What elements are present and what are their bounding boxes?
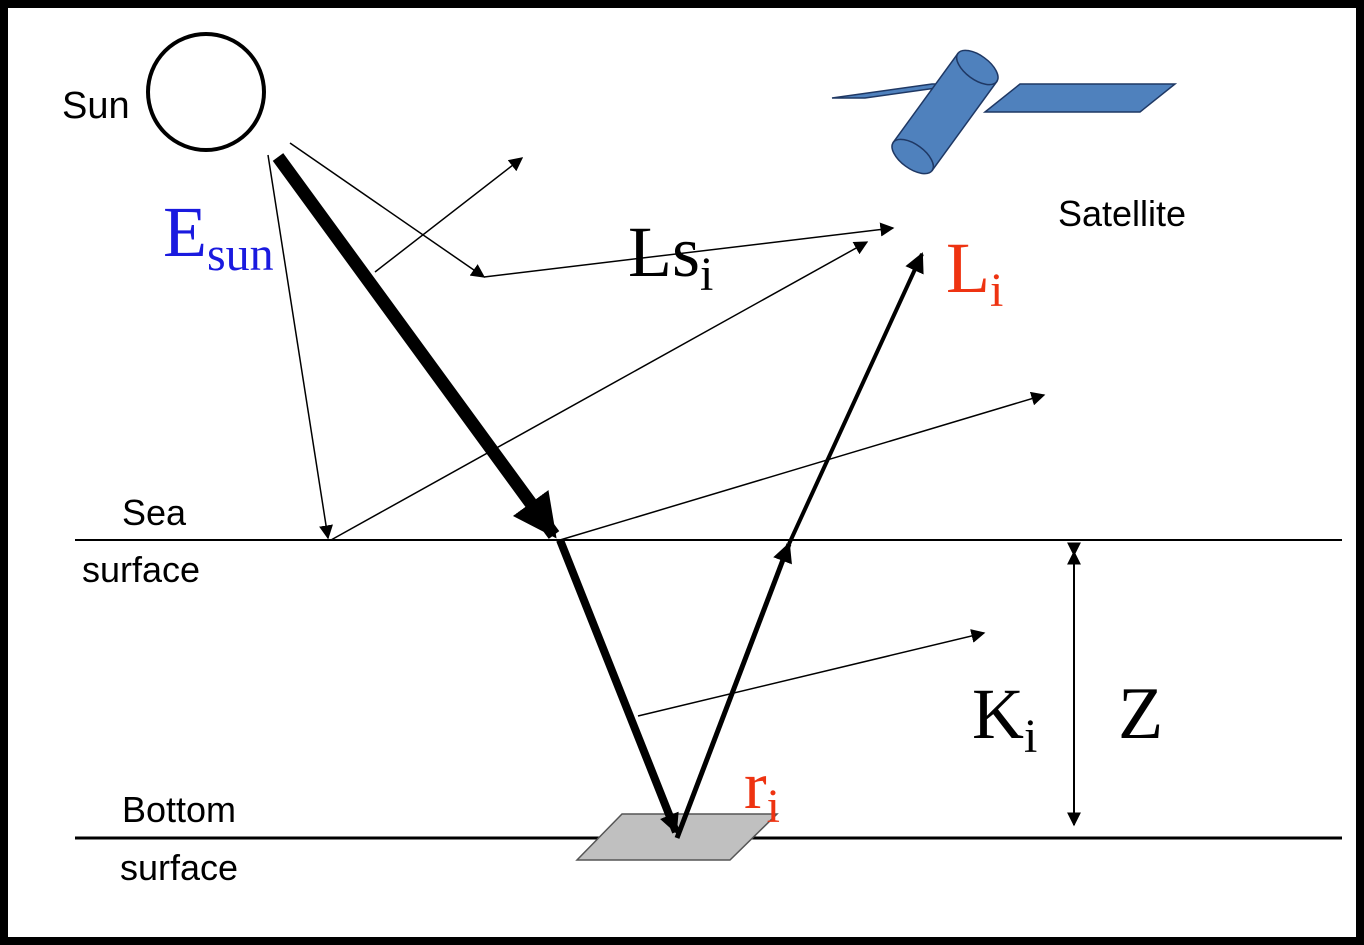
sea-surface-label-line1: Sea <box>122 492 187 533</box>
atmospheric-path-arrow <box>289 142 486 278</box>
bottom-surface-label-line1: Bottom <box>122 789 236 830</box>
ls-main: Ls <box>628 212 700 292</box>
bottom-surface-label-line2: surface <box>120 847 238 888</box>
l-main: L <box>946 228 990 308</box>
esun-symbol: Esun <box>163 192 274 281</box>
water-column-scatter-arrow <box>637 629 986 717</box>
sun-circle-icon <box>146 32 266 152</box>
diffuse-sky-arrow <box>267 154 333 540</box>
path-radiance-arrow <box>483 222 895 278</box>
esun-sub: sun <box>207 228 274 281</box>
direct-solar-beam-arrow <box>272 153 560 539</box>
k-sub: i <box>1024 710 1037 763</box>
satellite-right-panel <box>982 83 1178 113</box>
ls-symbol: Lsi <box>628 212 713 301</box>
sky-scatter-arrow-upper <box>374 157 524 273</box>
surface-glint-arrow <box>330 241 869 541</box>
l-sub: i <box>990 264 1003 317</box>
depth-symbol: Z <box>1118 673 1163 755</box>
satellite-body-end <box>955 49 999 86</box>
k-main: K <box>972 674 1024 754</box>
k-symbol: Ki <box>972 674 1037 763</box>
bottom-reflected-arrow <box>674 542 792 839</box>
ls-sub: i <box>700 248 713 301</box>
r-symbol: ri <box>744 747 780 833</box>
water-leaving-radiance-arrow <box>787 252 924 545</box>
r-sub: i <box>767 780 780 833</box>
refracted-beam-arrow <box>556 538 680 834</box>
satellite-label: Satellite <box>1058 193 1186 234</box>
sun-label: Sun <box>62 85 130 127</box>
specular-reflection-arrow <box>559 391 1046 541</box>
esun-main: E <box>163 192 207 272</box>
satellite-body-front <box>891 138 935 175</box>
l-symbol: Li <box>946 228 1003 317</box>
satellite-icon <box>831 49 1178 175</box>
r-main: r <box>744 747 767 823</box>
sea-surface-label-line2: surface <box>82 549 200 590</box>
